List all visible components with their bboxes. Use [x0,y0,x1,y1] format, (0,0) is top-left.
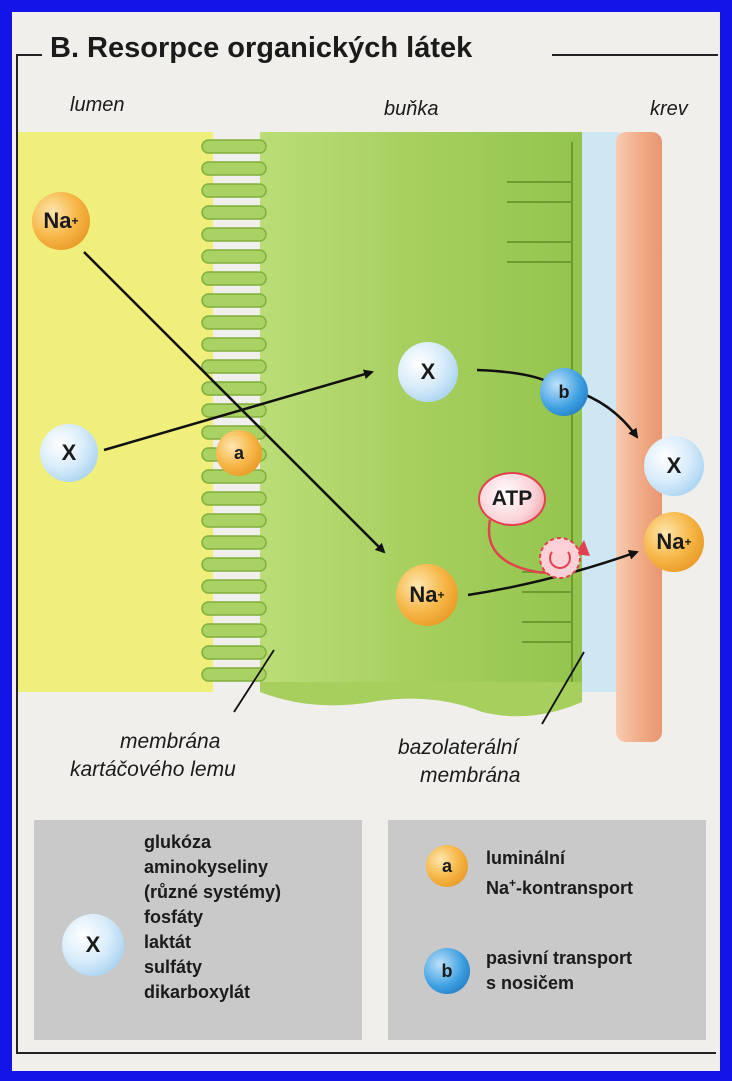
cotransporter-a-label: a [234,443,244,464]
sodium-charge: + [72,214,79,228]
legend-substance-item: dikarboxylát [144,980,281,1005]
legend-a-line2-suffix: -kontransport [516,878,633,898]
legend-substance-list: glukóza aminokyseliny (různé systémy) fo… [144,830,281,1005]
sodium-charge: + [438,588,445,602]
legend-substance-item: (různé systémy) [144,880,281,905]
legend-a-line1: luminální [486,846,633,871]
substrate-x-blood-label: X [667,453,682,479]
legend-transport-box: a luminální Na+-kontransport b pasivní t… [388,820,706,1040]
legend-a-line2: Na+-kontransport [486,871,633,901]
legend-b-line2: s nosičem [486,971,632,996]
legend-b-icon: b [424,948,470,994]
basolateral-label-line2: membrána [420,764,520,788]
sodium-charge: + [685,535,692,549]
brush-border-label-line1: membrána [120,730,220,754]
legend-substance-item: laktát [144,930,281,955]
blood-vessel [616,132,662,742]
cotransporter-a: a [216,430,262,476]
legend-a-text: luminální Na+-kontransport [486,846,633,901]
substrate-x-blood: X [644,436,704,496]
sodium-ion-cell: Na+ [396,564,458,626]
substrate-x-cell: X [398,342,458,402]
legend-a-icon: a [426,845,468,887]
legend-substance-item: sulfáty [144,955,281,980]
atpase-pump [540,538,580,578]
legend-b-icon-label: b [442,961,453,982]
atp-label: ATP [492,487,532,511]
legend-b-text: pasivní transport s nosičem [486,946,632,996]
cell-bottom-edge [260,682,582,716]
legend-substance-item: glukóza [144,830,281,855]
legend-b-line1: pasivní transport [486,946,632,971]
legend-substance-item: fosfáty [144,905,281,930]
figure-page: B. Resorpce organických látek lumen buňk… [12,12,720,1071]
sodium-ion-lumen-label: Na [43,208,71,234]
legend-a-icon-label: a [442,856,452,877]
legend-x-icon: X [62,914,124,976]
legend-x-icon-label: X [86,932,101,958]
carrier-b-label: b [559,382,570,403]
substrate-x-lumen: X [40,424,98,482]
legend-substance-item: aminokyseliny [144,855,281,880]
sodium-ion-blood: Na+ [644,512,704,572]
basolateral-label-line1: bazolaterální [398,736,518,760]
substrate-x-cell-label: X [421,359,436,385]
brush-border-label-line2: kartáčového lemu [70,758,236,782]
atp-molecule: ATP [478,472,546,526]
sodium-ion-cell-label: Na [409,582,437,608]
sodium-ion-lumen: Na+ [32,192,90,250]
carrier-b: b [540,368,588,416]
substrate-x-lumen-label: X [62,440,77,466]
legend-a-line2-prefix: Na [486,878,509,898]
sodium-ion-blood-label: Na [656,529,684,555]
legend-substances-box: X glukóza aminokyseliny (různé systémy) … [34,820,362,1040]
legend-a-charge: + [509,876,516,890]
